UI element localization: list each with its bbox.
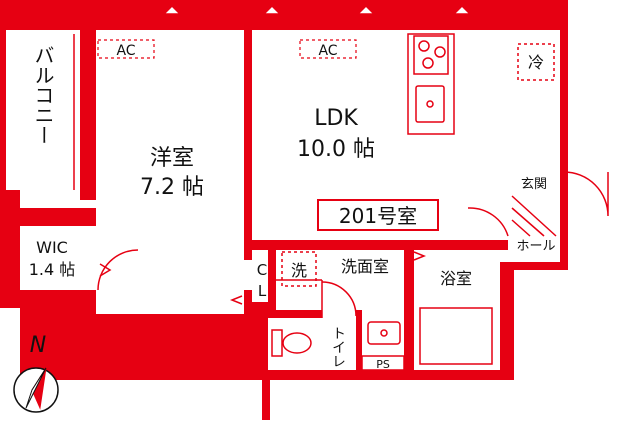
washer-icon [281,251,317,287]
western-room-area [96,30,244,314]
room-interiors [6,30,560,370]
hall-label: ホール [516,239,555,254]
unit-number-box [317,199,439,231]
ldk-name: LDK [314,106,358,131]
hall-area [508,230,560,262]
bath-label: 浴室 [440,269,472,288]
sink-area [362,310,404,370]
toilet-icon [271,329,312,357]
compass: N [13,333,59,413]
washroom-label: 洗面室 [341,257,389,276]
vent-icons [162,4,472,15]
ac-box-western-icon [97,39,155,59]
wic-area [20,226,98,290]
pipe-space-label: PS [376,358,390,371]
western-room-size: 7.2 帖 [140,175,204,200]
fridge-icon [517,43,555,81]
balcony-area [6,30,80,190]
bath-area [414,250,500,370]
balcony-label: バルコニー [31,45,55,145]
stove-icon [413,35,449,75]
entrance-area [508,168,560,230]
ac-ldk-label: AC [318,43,337,59]
entrance-label: 玄関 [521,177,547,192]
washer-label: 洗 [291,261,307,280]
wic-size: 1.4 帖 [29,260,76,279]
cl-c-label: C [257,261,267,279]
unit-number: 201号室 [339,204,417,228]
washbasin-icon [367,321,401,345]
washroom-area [276,250,404,280]
cl-area [252,250,268,302]
cl-l-label: L [258,282,267,300]
toilet-label: トイレ [330,326,346,368]
western-room-name: 洋室 [150,146,194,171]
thin-lines [73,33,609,371]
direction-markers [99,251,427,305]
kitchen-sink-icon [415,85,445,123]
fridge-label: 冷 [528,53,544,72]
ldk-size: 10.0 帖 [297,137,375,162]
ac-western-label: AC [116,43,135,59]
wic-name: WIC [36,238,68,257]
compass-north-label: N [30,333,46,358]
ac-box-ldk-icon [299,39,357,59]
